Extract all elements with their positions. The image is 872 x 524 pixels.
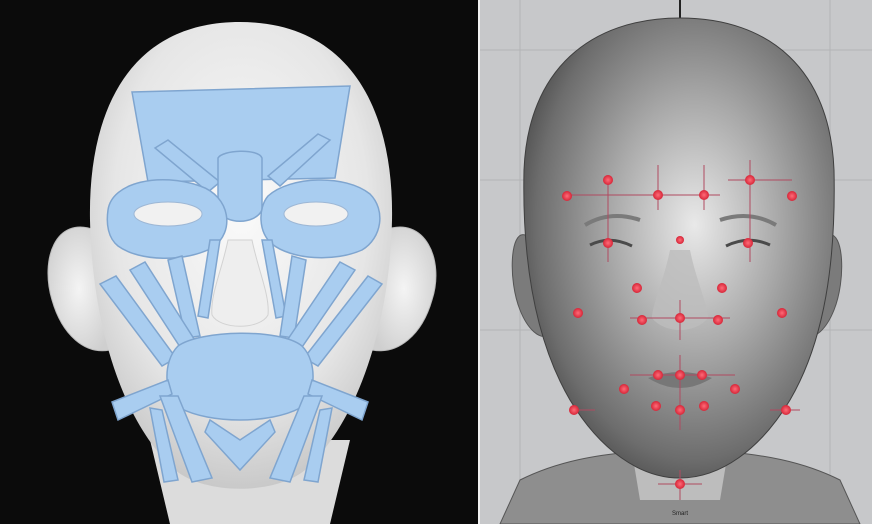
marker-mouth-corner-left xyxy=(619,384,629,394)
face-muscle-illustration xyxy=(0,0,480,524)
marker-mouth-corner-right xyxy=(730,384,740,394)
face-muscle-panel xyxy=(0,0,480,524)
marker-lower-lip-right xyxy=(699,401,709,411)
marker-jaw-right xyxy=(781,405,791,415)
marker-chin xyxy=(675,479,685,489)
marker-jaw-left xyxy=(569,405,579,415)
marker-brow-right-outer xyxy=(745,175,755,185)
marker-nostril-left xyxy=(637,315,647,325)
marker-brow-right-inner xyxy=(699,190,709,200)
right-eye-opening xyxy=(284,202,348,226)
face-landmark-panel xyxy=(480,0,872,524)
marker-brow-left-inner xyxy=(653,190,663,200)
marker-upper-lip-center xyxy=(675,370,685,380)
marker-nose-tip xyxy=(675,313,685,323)
marker-temple-right xyxy=(787,191,797,201)
marker-lower-lip-left xyxy=(651,401,661,411)
marker-lower-lip-center xyxy=(675,405,685,415)
marker-upper-lip-right xyxy=(697,370,707,380)
marker-nostril-right xyxy=(713,315,723,325)
marker-cheek-left xyxy=(573,308,583,318)
marker-cheek-left-upper xyxy=(632,283,642,293)
marker-temple-left xyxy=(562,191,572,201)
marker-cheek-right xyxy=(777,308,787,318)
marker-cheek-right-upper xyxy=(717,283,727,293)
left-eye-opening xyxy=(134,202,202,226)
marker-eye-right xyxy=(743,238,753,248)
marker-brow-left-outer xyxy=(603,175,613,185)
viewport-caption: Smart xyxy=(672,511,688,517)
orbicularis-oris xyxy=(167,333,313,420)
marker-nose-bridge xyxy=(676,236,684,244)
face-landmark-illustration xyxy=(480,0,872,524)
marker-eye-left xyxy=(603,238,613,248)
marker-upper-lip-left xyxy=(653,370,663,380)
